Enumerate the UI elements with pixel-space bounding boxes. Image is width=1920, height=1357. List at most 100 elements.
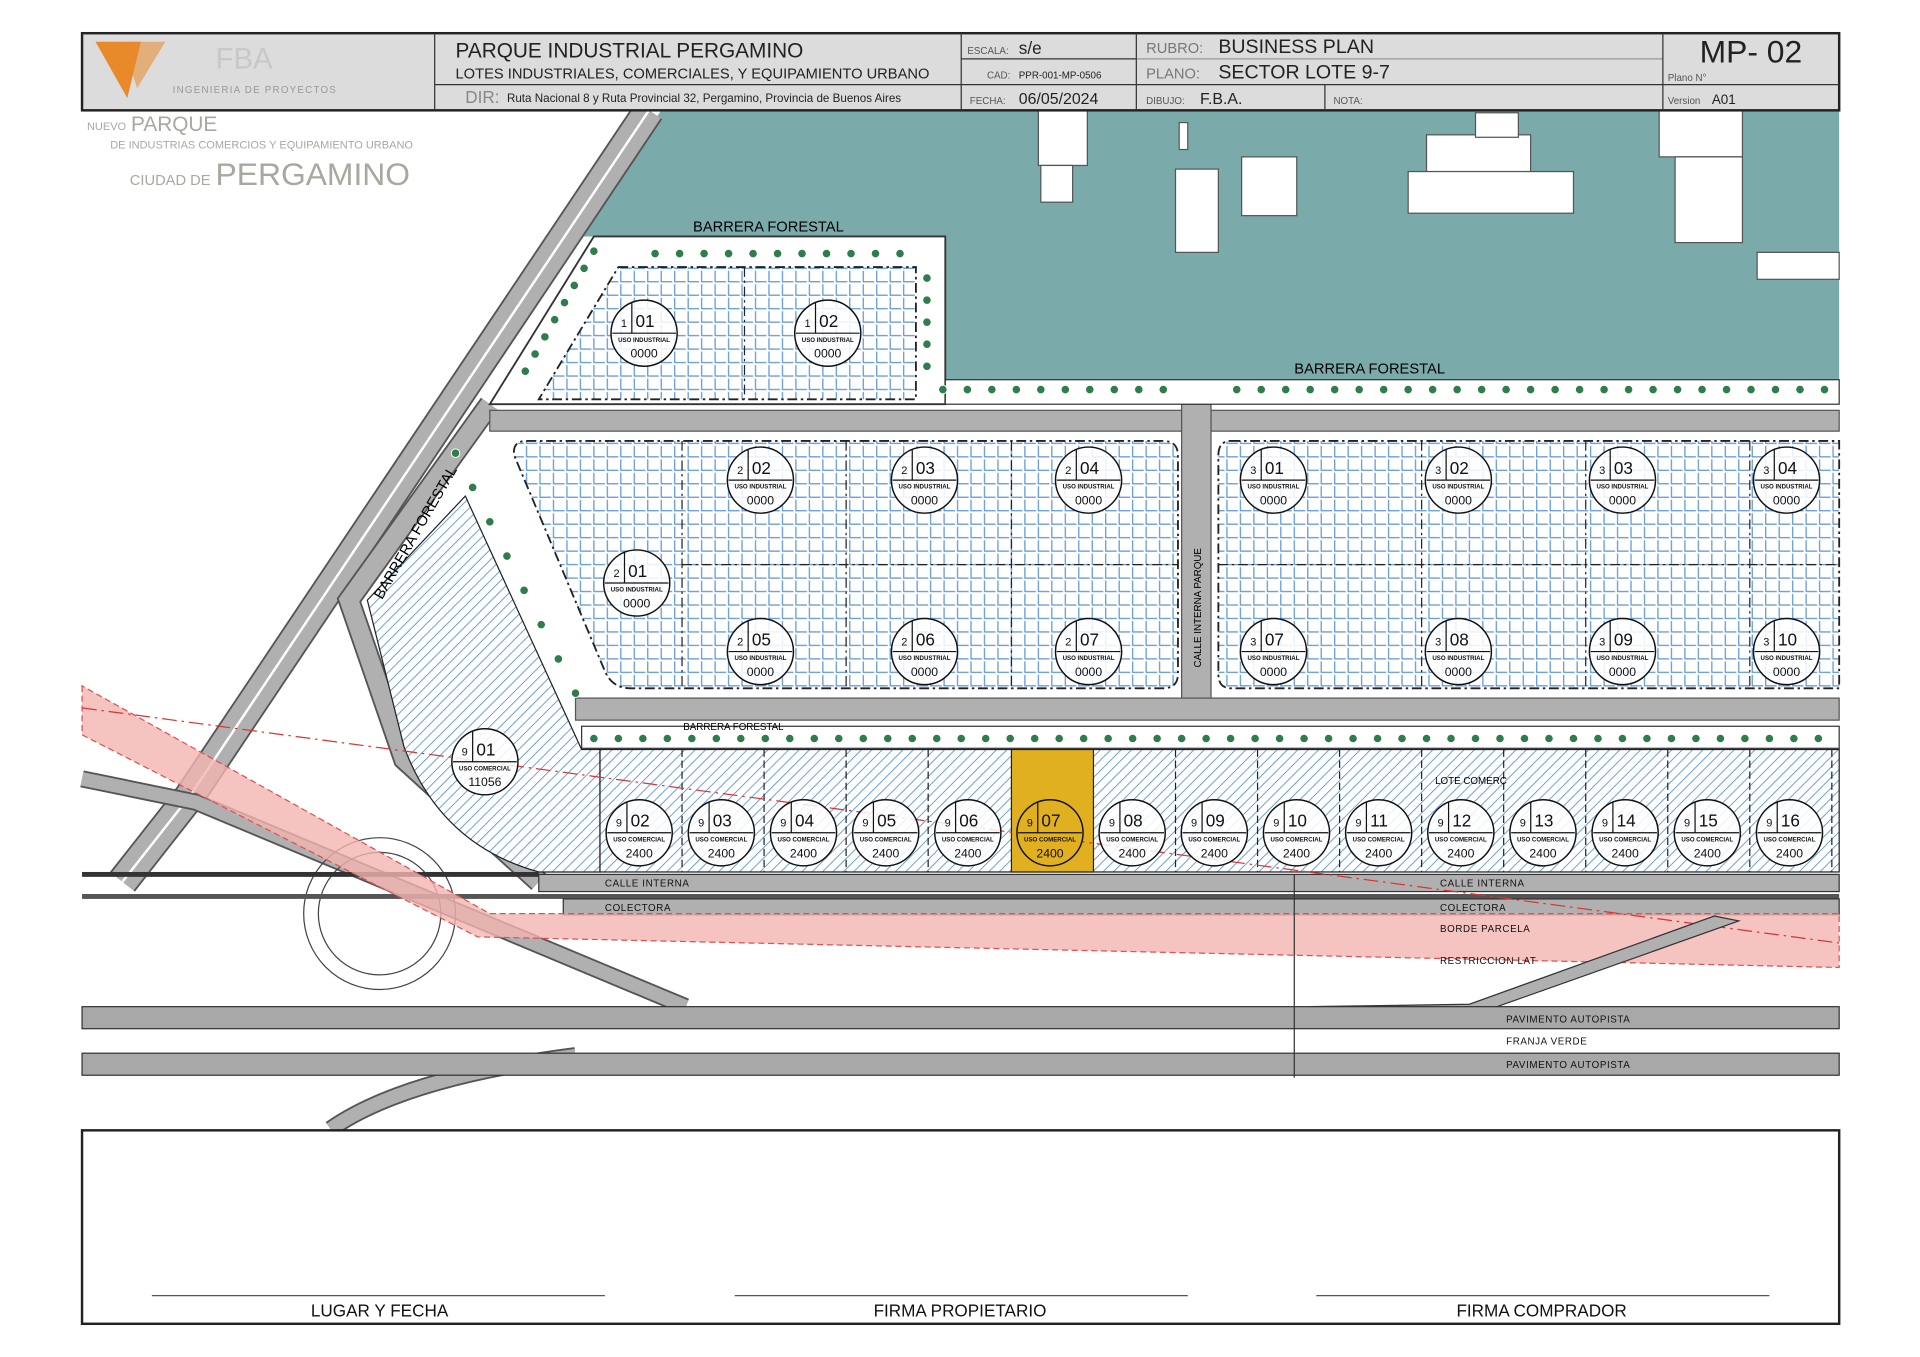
lot-use: USO COMERCIAL	[613, 836, 665, 843]
tree-icon	[687, 733, 697, 744]
tree-icon	[1770, 384, 1781, 395]
tree-icon	[1813, 733, 1824, 744]
lot-number: 04	[1778, 458, 1798, 478]
label-franja-verde: FRANJA VERDE	[1506, 1037, 1587, 1048]
tree-icon	[962, 384, 973, 395]
lot-use: USO COMERCIAL	[1435, 836, 1487, 843]
lot-use: USO INDUSTRIAL	[899, 655, 951, 662]
tree-icon	[834, 733, 844, 744]
tree-icon	[922, 361, 932, 372]
svg-text:DIR:: DIR:	[465, 87, 499, 107]
svg-text:CIUDAD DE: CIUDAD DE	[130, 173, 211, 189]
lot-use: USO COMERCIAL	[1764, 836, 1816, 843]
svg-text:NUEVO: NUEVO	[87, 121, 127, 133]
tree-icon	[1005, 733, 1015, 744]
lot-use: USO INDUSTRIAL	[734, 484, 786, 491]
tree-icon	[1452, 384, 1462, 395]
lot-number: 08	[1450, 629, 1469, 649]
pavimento-autopista-2	[81, 1052, 1840, 1076]
lot-area: 0000	[623, 596, 650, 610]
tree-icon	[467, 482, 478, 493]
tree-icon	[1642, 733, 1652, 744]
tree-icon	[1666, 733, 1677, 744]
lot-area: 2400	[872, 846, 899, 860]
tree-icon	[520, 366, 531, 376]
lot-area: 0000	[1260, 665, 1287, 679]
title-block: FBA INGENIERIA DE PROYECTOS PARQUE INDUS…	[80, 31, 1841, 112]
lot-use: USO INDUSTRIAL	[802, 337, 854, 344]
svg-text:LOTES INDUSTRIALES, COMERCIALE: LOTES INDUSTRIALES, COMERCIALES, Y EQUIP…	[456, 67, 930, 83]
tree-icon	[1697, 384, 1707, 395]
label-barrera-forestal: BARRERA FORESTAL	[693, 220, 844, 236]
svg-text:Plano N°: Plano N°	[1668, 73, 1707, 84]
tree-icon	[1256, 384, 1266, 395]
tree-icon	[1176, 733, 1187, 744]
label-barrera-forestal: BARRERA FORESTAL	[1294, 362, 1445, 378]
lot-area: 2400	[1036, 846, 1063, 860]
lot-number: 09	[1206, 811, 1225, 831]
tree-icon	[589, 733, 599, 744]
tree-icon	[1011, 384, 1022, 395]
lot-block-number: 3	[1763, 636, 1769, 648]
lot-number: 03	[916, 458, 935, 478]
tree-icon	[1623, 384, 1634, 395]
lot-area: 2400	[1283, 846, 1310, 860]
block-3	[1217, 440, 1841, 690]
lot-area: 2400	[1201, 846, 1228, 860]
tree-icon	[1519, 733, 1530, 744]
label-barrera-forestal: BARRERA FORESTAL	[683, 722, 784, 733]
tree-icon	[1054, 733, 1064, 744]
lot-number: 07	[1041, 811, 1060, 831]
tree-icon	[1746, 384, 1756, 395]
label-calle-interna: CALLE INTERNA	[605, 879, 690, 890]
lot-area: 11056	[468, 775, 501, 789]
firma-comprador-label: FIRMA COMPRADOR	[1456, 1300, 1626, 1320]
lot-use: USO COMERCIAL	[1024, 836, 1076, 843]
tree-icon	[1378, 384, 1389, 395]
lot-number: 10	[1778, 629, 1797, 649]
svg-text:PLANO:: PLANO:	[1146, 67, 1200, 83]
lot-use: USO INDUSTRIAL	[1596, 484, 1648, 491]
tree-icon	[772, 248, 783, 259]
road-middle	[574, 697, 1840, 721]
lot-block-number: 9	[1766, 818, 1772, 830]
lot-area: 0000	[814, 347, 841, 361]
lot-area: 2400	[1612, 846, 1639, 860]
label-pavimento-autopista: PAVIMENTO AUTOPISTA	[1506, 1060, 1630, 1071]
lot-use: USO INDUSTRIAL	[1432, 655, 1484, 662]
lot-block-number: 3	[1599, 636, 1605, 648]
